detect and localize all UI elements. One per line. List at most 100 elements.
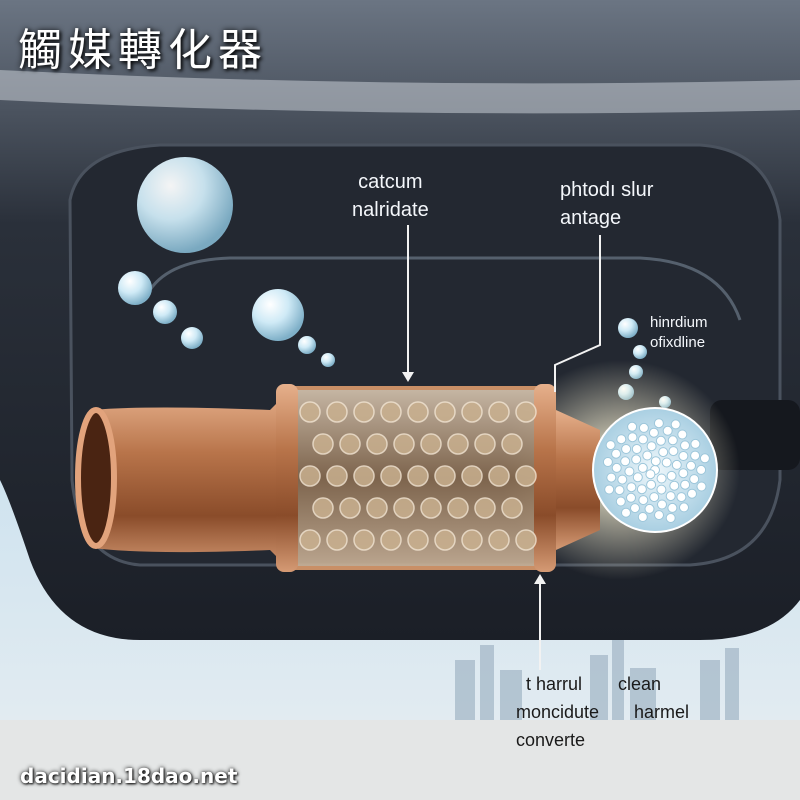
clean-exhaust-particle [645,469,656,480]
catalyst-pellet [461,465,483,487]
label-line: hinrdium [650,314,708,331]
outlet-cone [556,410,600,550]
label-line: nalridate [352,199,429,221]
label-line: converte [516,730,586,750]
clean-exhaust-particle [653,418,664,429]
clean-exhaust-particle [665,491,676,502]
clean-exhaust-particle [667,435,678,446]
clean-exhaust-particle [611,462,622,473]
clean-exhaust-particle [627,421,638,432]
clean-exhaust-particle [644,503,655,514]
clean-exhaust-particle [626,492,636,503]
clean-exhaust-particle [621,444,632,454]
clean-exhaust-particle [649,492,660,503]
leader-top-right [554,235,601,392]
catalytic-converter [75,384,600,572]
catalyst-pellet [434,401,456,423]
label-line: t harrul [526,674,583,694]
catalyst-pellet [299,465,321,487]
clean-exhaust-particle [680,440,690,451]
ground [0,720,800,800]
catalyst-pellet [407,401,429,423]
clean-exhaust-particle [689,474,700,485]
label-bottom-right: clean harmel [618,670,689,726]
catalyst-pellet [393,433,415,455]
clean-exhaust-particle [627,432,638,443]
clean-exhaust-particle [680,479,691,490]
catalyst-pellet [474,433,496,455]
clean-exhaust-particle [690,438,701,449]
catalyst-honeycomb [299,401,537,551]
catalyst-pellet [326,529,348,551]
clean-exhaust-particle [687,488,697,499]
inlet-pipe [92,390,290,570]
clean-exhaust-particle [671,459,682,470]
catalyst-pellet [326,401,348,423]
catalyst-pellet [434,529,456,551]
catalyst-pellet [501,433,523,455]
catalyst-pellet [312,497,334,519]
catalyst-pellet [515,465,537,487]
clean-exhaust-particle [616,434,627,445]
clean-exhaust-particle [668,446,679,457]
clean-exhaust-particle [626,482,637,493]
clean-exhaust-particle [655,435,666,446]
clean-exhaust-particle [614,485,625,496]
clean-exhaust-particle [638,434,648,445]
catalyst-pellet [461,401,483,423]
clean-exhaust-particle [605,440,616,451]
clean-exhaust-particle [656,484,667,495]
catalyst-pellet [434,465,456,487]
catalyst-pellet [447,497,469,519]
catalyst-pellet [380,465,402,487]
catalyst-pellet [407,465,429,487]
catalyst-pellet [299,529,321,551]
clean-exhaust-particle [617,474,628,485]
catalyst-pellet [366,497,388,519]
clean-exhaust-particle [667,502,678,513]
shell-band-right [534,384,556,572]
inlet-opening [75,407,117,549]
arrow-bottom [534,574,546,584]
clean-exhaust-particle [676,492,687,503]
clean-exhaust-particle [602,457,613,467]
clean-exhaust-particle [669,480,680,491]
label-line: phtodı slur [560,179,654,201]
clean-exhaust-particle [696,464,707,475]
catalyst-pellet [366,433,388,455]
clean-exhaust-particle [654,510,664,521]
catalyst-pellet [380,529,402,551]
clean-exhaust-particle [677,429,688,440]
catalyst-pellet [339,433,361,455]
label-right: hinrdium ofixdline [650,313,708,353]
shell-band-left [276,384,298,572]
catalyst-pellet [488,401,510,423]
clean-exhaust-particle [699,453,710,464]
bumper-inner-edge [148,256,742,321]
clean-exhaust-particle [661,457,672,468]
catalyst-pellet [407,529,429,551]
watermark: dacidian.18dao.net [20,764,238,788]
clean-exhaust-particle [621,507,631,518]
clean-exhaust-particle [638,495,649,506]
clean-exhaust-particle [666,470,677,481]
clean-exhaust-particle [696,481,707,492]
clean-exhaust-particle [690,450,701,461]
clean-exhaust-particle [646,441,657,452]
catalyst-pellet [353,401,375,423]
clean-exhaust-particle [658,447,669,458]
clean-exhaust-particle [657,499,667,510]
catalyst-pellet [353,529,375,551]
clean-exhaust-particle [636,484,647,495]
label-bottom-left: t harrul moncidute converte [516,670,599,754]
catalyst-pellet [380,401,402,423]
clean-exhaust-particle [678,451,689,461]
clean-exhaust-particle [678,468,689,479]
catalyst-pellet [420,433,442,455]
clean-exhaust-particle [637,462,648,473]
label-top-right: phtodı slur antage [560,176,653,232]
catalyst-pellet [488,465,510,487]
city-skyline [455,640,739,720]
label-line: ofixdline [650,334,706,351]
